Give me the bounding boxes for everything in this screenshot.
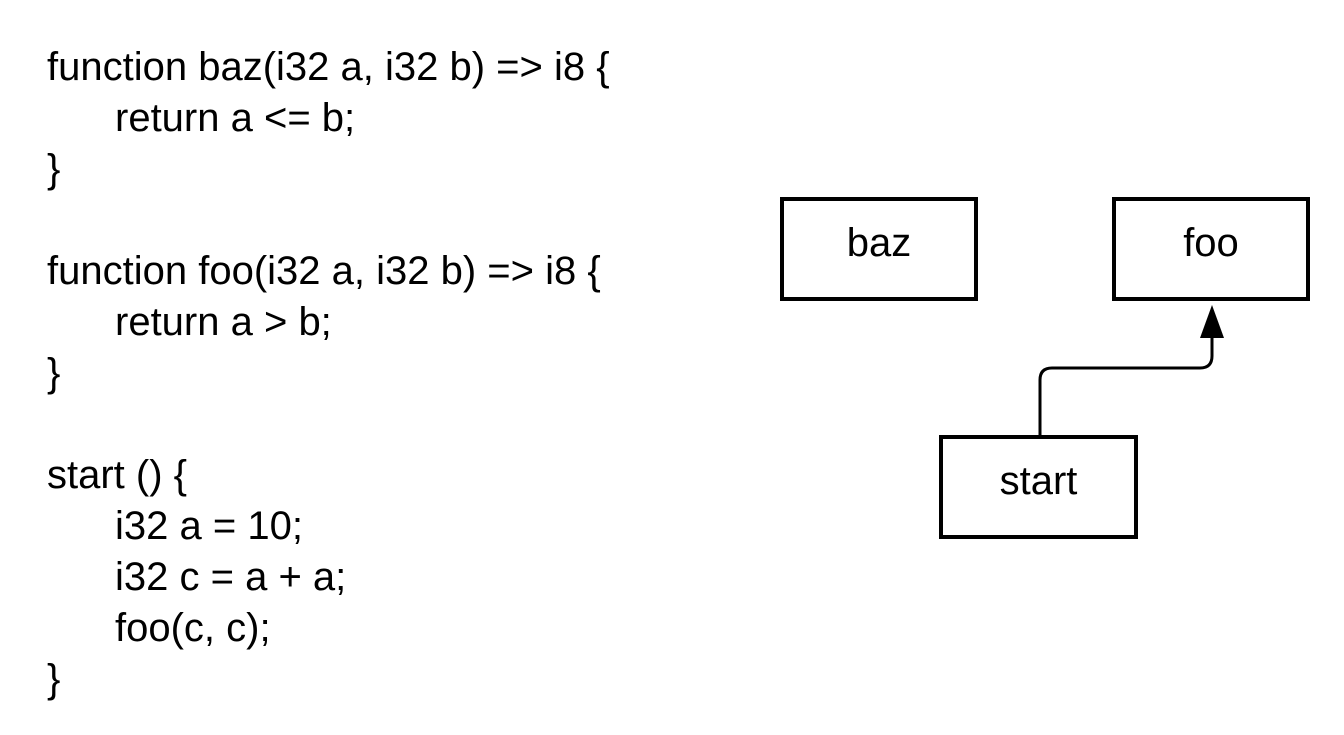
code-line-12: foo(c, c);: [115, 606, 271, 650]
node-start: start: [939, 435, 1138, 539]
code-line-6: return a > b;: [115, 300, 332, 344]
code-line-9: start () {: [47, 453, 188, 497]
node-foo: foo: [1112, 197, 1310, 301]
code-line-13: }: [47, 657, 61, 701]
edge-start-to-foo: [1038, 336, 1214, 435]
code-line-3: }: [47, 147, 61, 191]
code-line-11: i32 c = a + a;: [115, 555, 347, 599]
node-baz-label: baz: [846, 220, 912, 265]
code-line-1: function baz(i32 a, i32 b) => i8 {: [47, 45, 610, 89]
node-baz: baz: [780, 197, 978, 301]
code-line-10: i32 a = 10;: [115, 504, 303, 548]
node-foo-label: foo: [1183, 220, 1239, 265]
code-listing: function baz(i32 a, i32 b) => i8 { retur…: [47, 42, 610, 705]
code-line-2: return a <= b;: [115, 96, 356, 140]
arrowhead-icon: [1200, 305, 1224, 338]
code-line-5: function foo(i32 a, i32 b) => i8 {: [47, 249, 601, 293]
node-start-label: start: [999, 458, 1078, 503]
code-line-7: }: [47, 351, 61, 395]
